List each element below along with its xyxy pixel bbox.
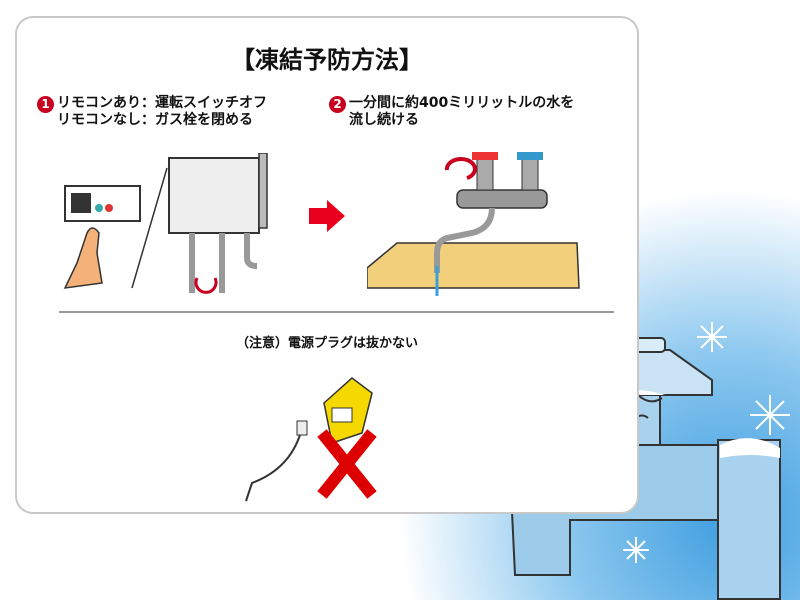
step-2-line-1: 一分間に約400ミリリットルの水を (349, 95, 575, 111)
step-1-line-1: リモコンあり：運転スイッチオフ (57, 95, 267, 111)
do-not-unplug-illustration (245, 377, 377, 502)
water-heater-illustration (63, 153, 268, 294)
step-number-badge: 1 (37, 96, 54, 113)
step-1-line-2: リモコンなし：ガス栓を閉める (57, 112, 253, 128)
caution-note: （注意）電源プラグは抜かない (235, 336, 418, 351)
section-divider (59, 311, 614, 313)
faucet-running-water-illustration (367, 152, 580, 296)
snowflake-icon (623, 322, 790, 563)
step-number-badge: 2 (329, 96, 346, 113)
step-2-line-2: 流し続ける (349, 112, 419, 128)
page-title: 【凍結予防方法】 (231, 46, 423, 74)
arrow-right-icon (309, 200, 345, 232)
